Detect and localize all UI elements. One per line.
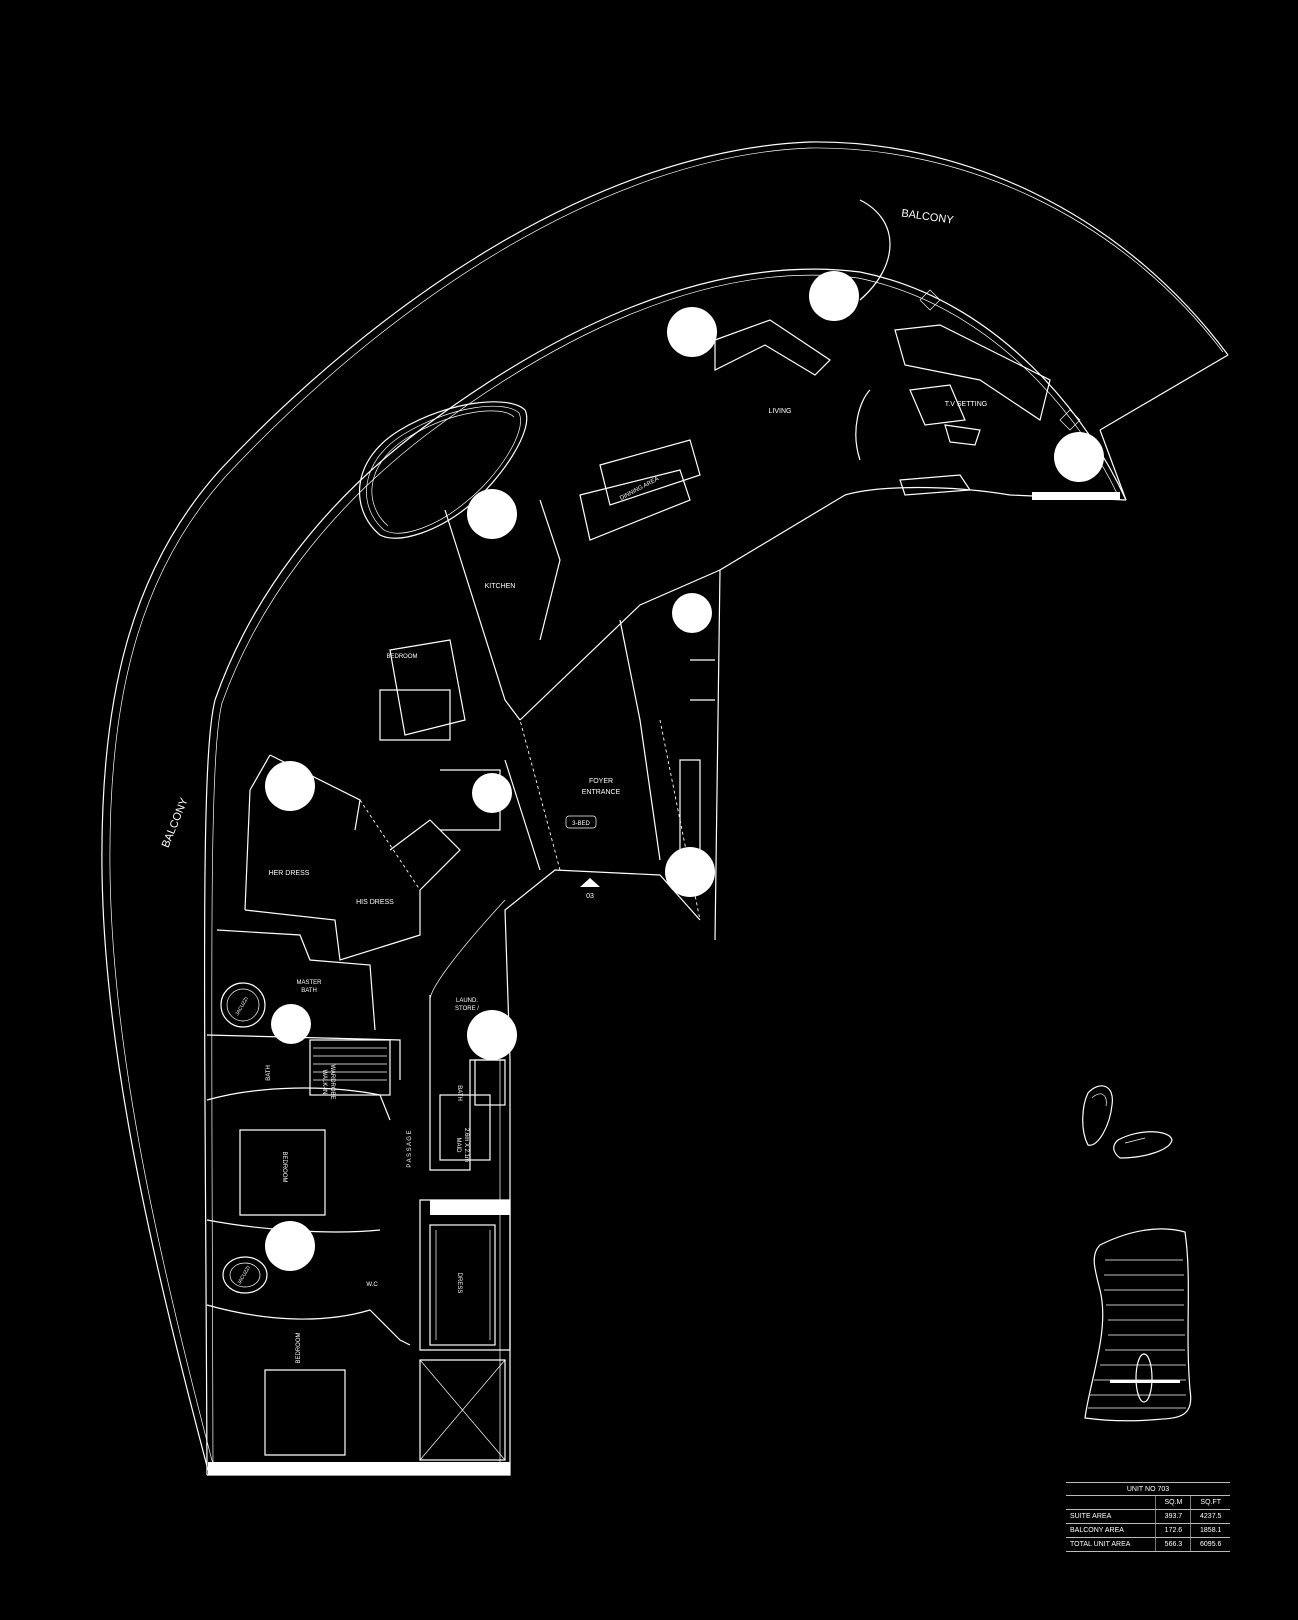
entry-marker: 03 [580, 878, 600, 900]
marker-bedroom-2 [265, 1221, 315, 1271]
marker-laundry [467, 1010, 517, 1060]
row-label: TOTAL UNIT AREA [1066, 1537, 1156, 1552]
label-maid-2: 2.6m X 2.1m [463, 1128, 469, 1162]
area-table-col-label [1066, 1495, 1156, 1510]
label-her-dress: HER DRESS [269, 870, 310, 877]
label-3bed: 3-BED [572, 821, 590, 827]
label-dress: DRESS [456, 1273, 462, 1294]
label-wc: W.C [366, 1282, 378, 1288]
marker-master-bath [271, 1004, 311, 1044]
label-jacuzzi: JACUZZI [234, 996, 249, 1017]
area-table-title: UNIT NO 703 [1066, 1482, 1230, 1495]
label-foyer-2: ENTRANCE [582, 789, 621, 796]
label-laund-2: STORE / [455, 1006, 479, 1012]
table-row: TOTAL UNIT AREA 566.3 6095.6 [1066, 1537, 1230, 1552]
key-plan-location [1082, 1085, 1173, 1159]
marker-powder [665, 847, 715, 897]
row-sqft: 1858.1 [1190, 1523, 1230, 1538]
label-living: LIVING [769, 408, 792, 415]
label-tv-setting: T.V SETTING [945, 401, 987, 408]
marker-corridor [672, 593, 712, 633]
row-sqm: 172.6 [1155, 1523, 1191, 1538]
label-bedroom-1: BEDROOM [386, 654, 417, 660]
area-table-header: SQ.M SQ.FT [1066, 1495, 1230, 1510]
label-bedroom-2: BEDROOM [281, 1151, 287, 1182]
viewpoint-markers [265, 271, 1104, 1271]
label-walk-in-1: WALK-IN [321, 1070, 327, 1095]
label-walk-in-2: WARDROBE [329, 1064, 335, 1099]
label-laund-1: LAUND. [456, 998, 478, 1004]
table-row: BALCONY AREA 172.6 1858.1 [1066, 1523, 1230, 1538]
label-kitchen: KITCHEN [485, 583, 516, 590]
row-sqft: 4237.5 [1190, 1509, 1230, 1524]
row-sqm: 393.7 [1155, 1509, 1191, 1524]
marker-tv [1054, 432, 1104, 482]
label-bath-left: BATH [266, 1065, 272, 1081]
label-master-bath-2: BATH [301, 988, 317, 994]
label-balcony-left: BALCONY [160, 796, 191, 850]
area-table-col-sqm: SQ.M [1155, 1495, 1191, 1510]
marker-foyer [472, 773, 512, 813]
structural-bars [208, 492, 1120, 1475]
area-table-col-sqft: SQ.FT [1190, 1495, 1230, 1510]
label-maid-1: MAID [455, 1138, 461, 1154]
fixtures [220, 982, 506, 1346]
row-sqft: 6095.6 [1190, 1537, 1230, 1552]
key-plan-tower [1084, 1228, 1192, 1422]
area-schedule-table: UNIT NO 703 SQ.M SQ.FT SUITE AREA 393.7 … [1066, 1482, 1230, 1552]
interior-walls [206, 499, 721, 1461]
label-master-bath-1: MASTER [296, 980, 322, 986]
balcony-outline [101, 141, 1229, 1471]
label-bath-right: BATH [456, 1085, 462, 1101]
label-jacuzzi-2: JACUZZI [236, 1265, 251, 1286]
marker-her-dress [265, 761, 315, 811]
label-passage: P A S S A G E [407, 1130, 413, 1167]
label-bedroom-3: BEDROOM [296, 1332, 302, 1363]
label-his-dress: HIS DRESS [356, 899, 394, 906]
row-label: SUITE AREA [1066, 1509, 1156, 1524]
label-foyer-1: FOYER [589, 778, 613, 785]
entry-tag: 03 [586, 893, 594, 900]
marker-kitchen [467, 489, 517, 539]
marker-living-1 [809, 271, 859, 321]
row-label: BALCONY AREA [1066, 1523, 1156, 1538]
row-sqm: 566.3 [1155, 1537, 1191, 1552]
label-balcony-top: BALCONY [901, 207, 955, 226]
table-row: SUITE AREA 393.7 4237.5 [1066, 1509, 1230, 1524]
pool [358, 401, 528, 539]
marker-living-2 [667, 307, 717, 357]
living-furniture [579, 199, 1081, 541]
